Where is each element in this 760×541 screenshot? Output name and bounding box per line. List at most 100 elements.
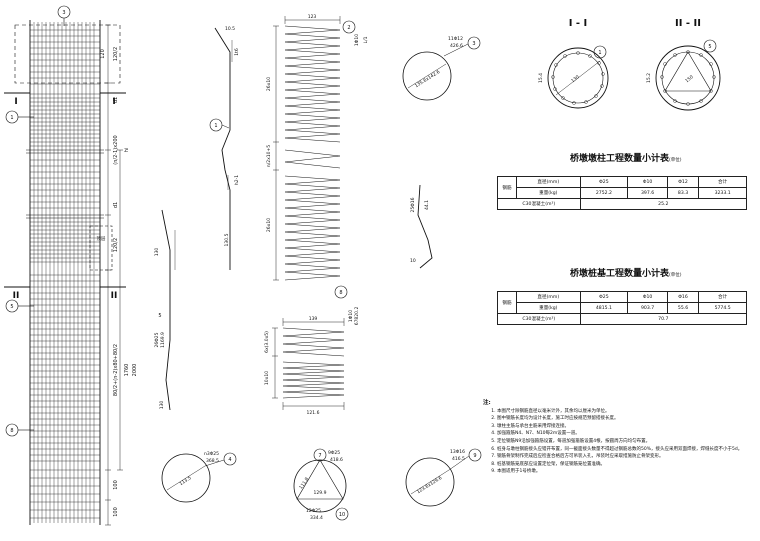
table-cell: Φ16 [666,291,700,303]
table-cell: Φ10 [627,291,668,303]
bar7-dim-1: 129.9 [314,490,327,496]
spiral-zigzag-top [284,25,341,143]
notes-title: 注: [483,400,491,406]
elev-callout-5: 5 [10,304,13,310]
elev-dim-0: 120 [100,49,106,59]
section-1-dim-0: 130 [570,74,581,84]
bar3-callout: 3 [472,41,475,47]
elev-dim-11: 100 [113,507,119,517]
bar5-dim-1: 130 [154,248,160,257]
bar7-dim-0: 111.8 [298,476,310,490]
bar2-dim-1: L/1 [363,36,369,43]
list-item: 本图尺寸除钢筋直径以毫米计外，其余均以厘米为单位。 [497,408,759,416]
table-1-title-text: 桥墩墩柱工程数量小计表 [570,154,670,164]
bar5-callout: 5 [158,313,161,319]
list-item: 本图适用于1号桥墩。 [497,468,759,476]
column-elevation [4,20,126,526]
bar7-len: 418.6 [330,457,343,463]
elev-dim-8: 1760 [124,364,130,377]
elev-dim-10: 100 [113,480,119,490]
elev-dim-9: 2000 [132,364,138,377]
bar4-callout: 4 [228,457,231,463]
table-cell: 55.6 [666,302,700,314]
list-item: 图中钢筋长度均为设计长度，施工时应按规范预留搭接长度。 [497,415,759,423]
table-cell: 重量(kg) [516,302,581,314]
table-cell: 重量(kg) [516,187,581,199]
bar8-callout: 8 [339,290,342,296]
table-cell: 3233.1 [698,187,747,199]
notes: 注: 本图尺寸除钢筋直径以毫米计外，其余均以厘米为单位。 图中钢筋长度均为设计长… [483,400,759,476]
table-cell: 2752.2 [579,187,629,199]
table-row: 钢筋 直径(mm) Φ25 Φ10 Φ12 合计 [497,176,747,199]
table-1-title: 桥墩墩柱工程数量小计表(单位) [570,151,682,164]
table-cell: 70.7 [579,313,748,325]
stirrups-lower [30,274,100,519]
bar9-spec: 13Φ16 [450,449,465,455]
table-cell: C30混凝土(m³) [497,198,581,210]
table-cell: 4815.1 [579,302,629,314]
table-cell: Φ25 [579,176,629,188]
list-item: 墩柱主筋与承台主筋采用焊接连接。 [497,423,759,431]
bar-9-hoop [405,448,482,507]
spiral-zigzag-bottom [284,175,341,281]
bar10-spec: 12Φ25 [306,508,321,514]
bar2-dim-2: 26x10 [266,77,272,91]
bar5-dim-0: 1169.9 [160,332,166,348]
bar-4-hoop [161,452,237,503]
bar5-spec: 26Φ25 [154,332,160,347]
bar8-dim-1: 6x(3.0x5) [264,331,270,353]
table-row: 钢筋 直径(mm) Φ25 Φ10 Φ16 合计 [497,291,747,314]
bar6-dim-1: 10 [410,258,416,264]
elev-dim-7: 80/2+(n-2)x80+80/2 [113,344,119,396]
bar10-len: 334.4 [310,515,323,521]
elevation-dim-chain [105,24,123,526]
section-2-dim-1: 15.2 [646,73,652,83]
bar3-spec: 11Φ12 [448,36,463,42]
list-item: 桩身与墩柱钢筋接头应错开布置，同一截面接头数量不得超过钢筋总数的50%，接头应采… [497,446,759,454]
table-2-title-text: 桥墩桩基工程数量小计表 [570,269,670,279]
bar10-callout: 10 [339,512,345,518]
bar9-dim-0: 123.6x129.6 [416,475,443,495]
section-1-title: I - I [569,18,588,29]
section-1 [547,45,609,109]
table-cell: 83.3 [666,187,700,199]
notes-list: 本图尺寸除钢筋直径以毫米计外，其余均以厘米为单位。 图中钢筋长度均为设计长度，施… [483,408,759,476]
bar2-dim-4: 26x10 [266,218,272,232]
elev-dim-3: (n/2-1)x200 [113,135,119,164]
section-mark-1a: I [14,97,17,107]
longitudinal-bars [33,22,95,523]
table-cell: 903.7 [627,302,668,314]
section-mark-1b: I [112,97,115,107]
table-cell: 合计 [698,291,747,303]
elev-dim-4: hi [124,148,130,153]
elev-dim-5: d1 [113,202,119,208]
table-cell: Φ12 [666,176,700,188]
table-1-unit: (单位) [669,158,682,163]
table-1: 钢筋 直径(mm) Φ25 Φ10 Φ12 合计 重量(kg) 2752.2 3… [497,176,748,210]
bar3-len: 426.6 [450,43,463,49]
section-2 [655,39,721,111]
bar5-dim-3: 130 [159,401,165,410]
section-mark-2a: II [13,291,20,301]
bar8-dim-3: 121.6 [307,410,320,416]
section-2-callout: 5 [708,44,711,50]
bar7-spec: 9Φ25 [328,450,340,456]
bar4-len: 368.5 [206,458,219,464]
bar-5-shape [161,209,176,411]
bar-8-spiral [272,285,348,410]
bar8-spec: 1Φ10 [348,310,354,322]
spiral-zigzag-mid [284,149,341,169]
bar9-callout: 9 [473,453,476,459]
bar4-dim-0: 113.5 [178,475,192,487]
bar1-dim-1: 1t6 [234,48,240,56]
section-1-callout: 1 [598,50,601,56]
table-cell: Φ25 [579,291,629,303]
table-2-group: 钢筋 [497,291,517,314]
stirrups-upper [30,29,100,263]
table-cell: 397.6 [627,187,668,199]
bar9-len: 416.5 [452,456,465,462]
table-2: 钢筋 直径(mm) Φ25 Φ10 Φ16 合计 重量(kg) 4815.1 9… [497,291,748,325]
bar1-dim-0: 10.5 [225,26,235,32]
table-cell: Φ10 [627,176,668,188]
